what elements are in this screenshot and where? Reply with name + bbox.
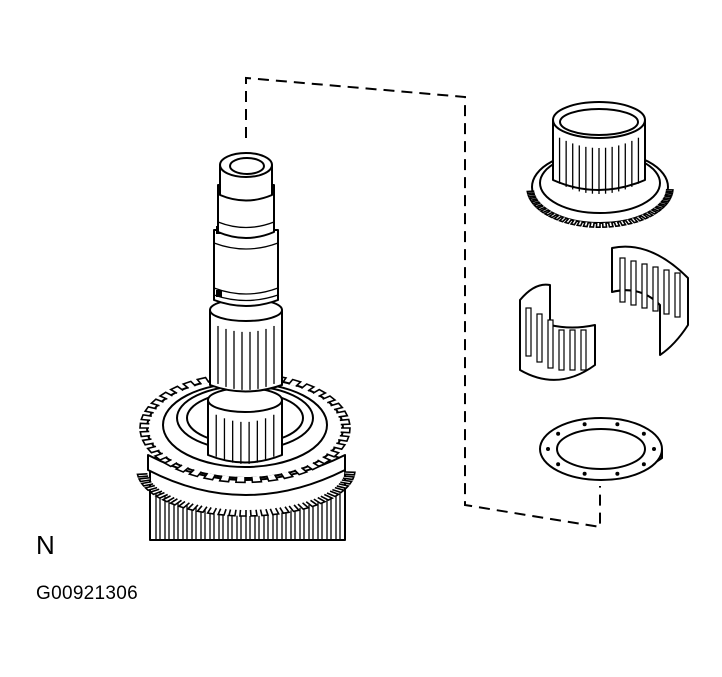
- thrust-washer: [539, 417, 663, 481]
- needle-bearing-half-left: [519, 283, 596, 381]
- callout-letter: N: [36, 530, 55, 560]
- splined-gear-ring: [526, 101, 674, 229]
- mainshaft-assembly: [136, 152, 356, 541]
- needle-bearing-half-right: [611, 245, 689, 356]
- figure-id: G00921306: [36, 583, 139, 604]
- assembly-path-line: [245, 76, 601, 529]
